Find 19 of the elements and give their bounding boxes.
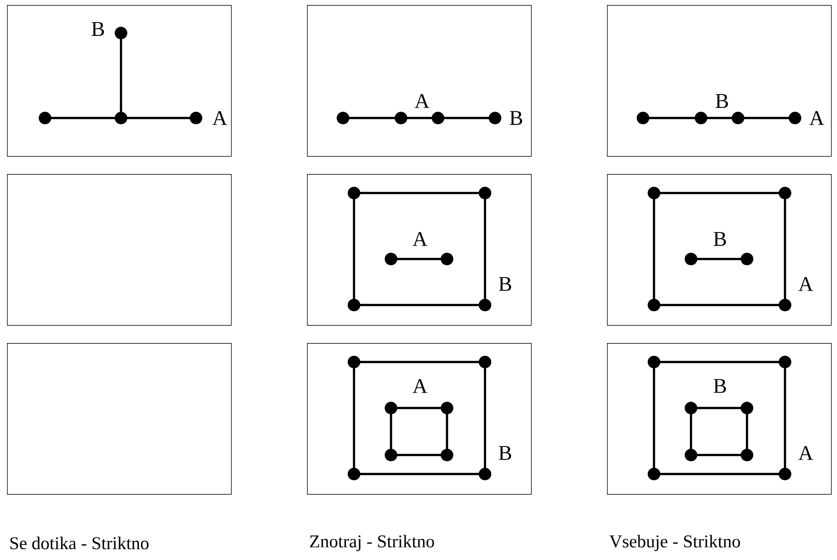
point-label: B	[714, 379, 726, 393]
column-caption: Znotraj - Striktno	[310, 534, 434, 552]
point-label: B	[498, 446, 512, 460]
column-caption: Vsebuje - Striktno	[609, 534, 740, 552]
point-label: A	[412, 232, 428, 246]
point-label: A	[798, 446, 814, 460]
point-label: B	[498, 277, 512, 291]
point-label: A	[212, 111, 228, 125]
point-label: A	[798, 277, 814, 291]
point-label: B	[510, 111, 522, 125]
panel	[7, 174, 232, 326]
point-label: A	[414, 94, 430, 108]
point-label: B	[714, 232, 726, 246]
point-label: B	[716, 94, 728, 108]
point-label: A	[809, 111, 824, 125]
point-label: B	[92, 22, 104, 36]
point-label: A	[412, 379, 428, 393]
panel	[7, 343, 232, 495]
column-caption: Se dotika - Striktno	[10, 536, 148, 550]
